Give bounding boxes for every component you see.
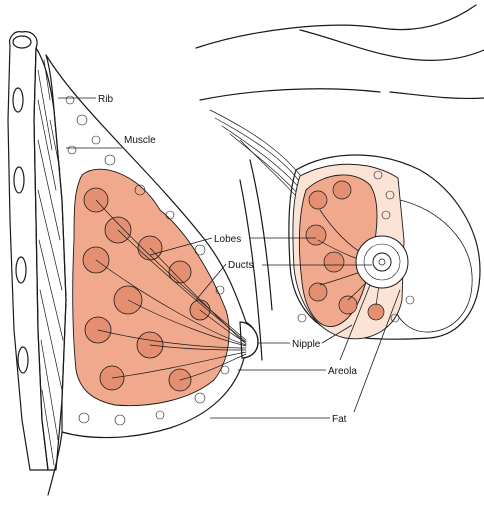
- areola-ring: [363, 243, 401, 281]
- chest-wall: [7, 31, 49, 471]
- leader-lines: [58, 97, 401, 419]
- ribs: [12, 87, 29, 374]
- labels: Rib Muscle Lobes Ducts Nipple Areola Fat: [98, 94, 357, 425]
- label-muscle: Muscle: [124, 135, 156, 146]
- armpit-line: [389, 91, 484, 100]
- label-fat: Fat: [332, 414, 347, 425]
- label-nipple: Nipple: [292, 339, 321, 350]
- label-lobes: Lobes: [214, 234, 241, 245]
- nipple-section: [239, 321, 259, 359]
- ducts: [95, 199, 247, 381]
- side-torso-line-2: [239, 179, 263, 361]
- frontal-fat-globules: [297, 170, 415, 323]
- side-torso-line: [249, 159, 273, 311]
- fat-globules: [65, 95, 230, 426]
- label-rib: Rib: [98, 94, 113, 105]
- muscle-layer: [33, 47, 67, 471]
- shoulder-contour: [195, 4, 477, 49]
- nipple: [372, 252, 392, 272]
- frontal-lobe-bumps: [305, 180, 385, 321]
- skin-covered-half: [391, 199, 473, 333]
- nipple-center: [378, 258, 386, 266]
- frontal-view: [195, 4, 484, 361]
- torso-line: [199, 88, 381, 101]
- cross-section-view: [7, 31, 259, 496]
- label-areola: Areola: [328, 366, 357, 377]
- rib-top: [12, 35, 32, 49]
- arm-contour: [299, 29, 484, 61]
- lower-skin-line: [47, 431, 63, 496]
- label-ducts: Ducts: [228, 260, 254, 271]
